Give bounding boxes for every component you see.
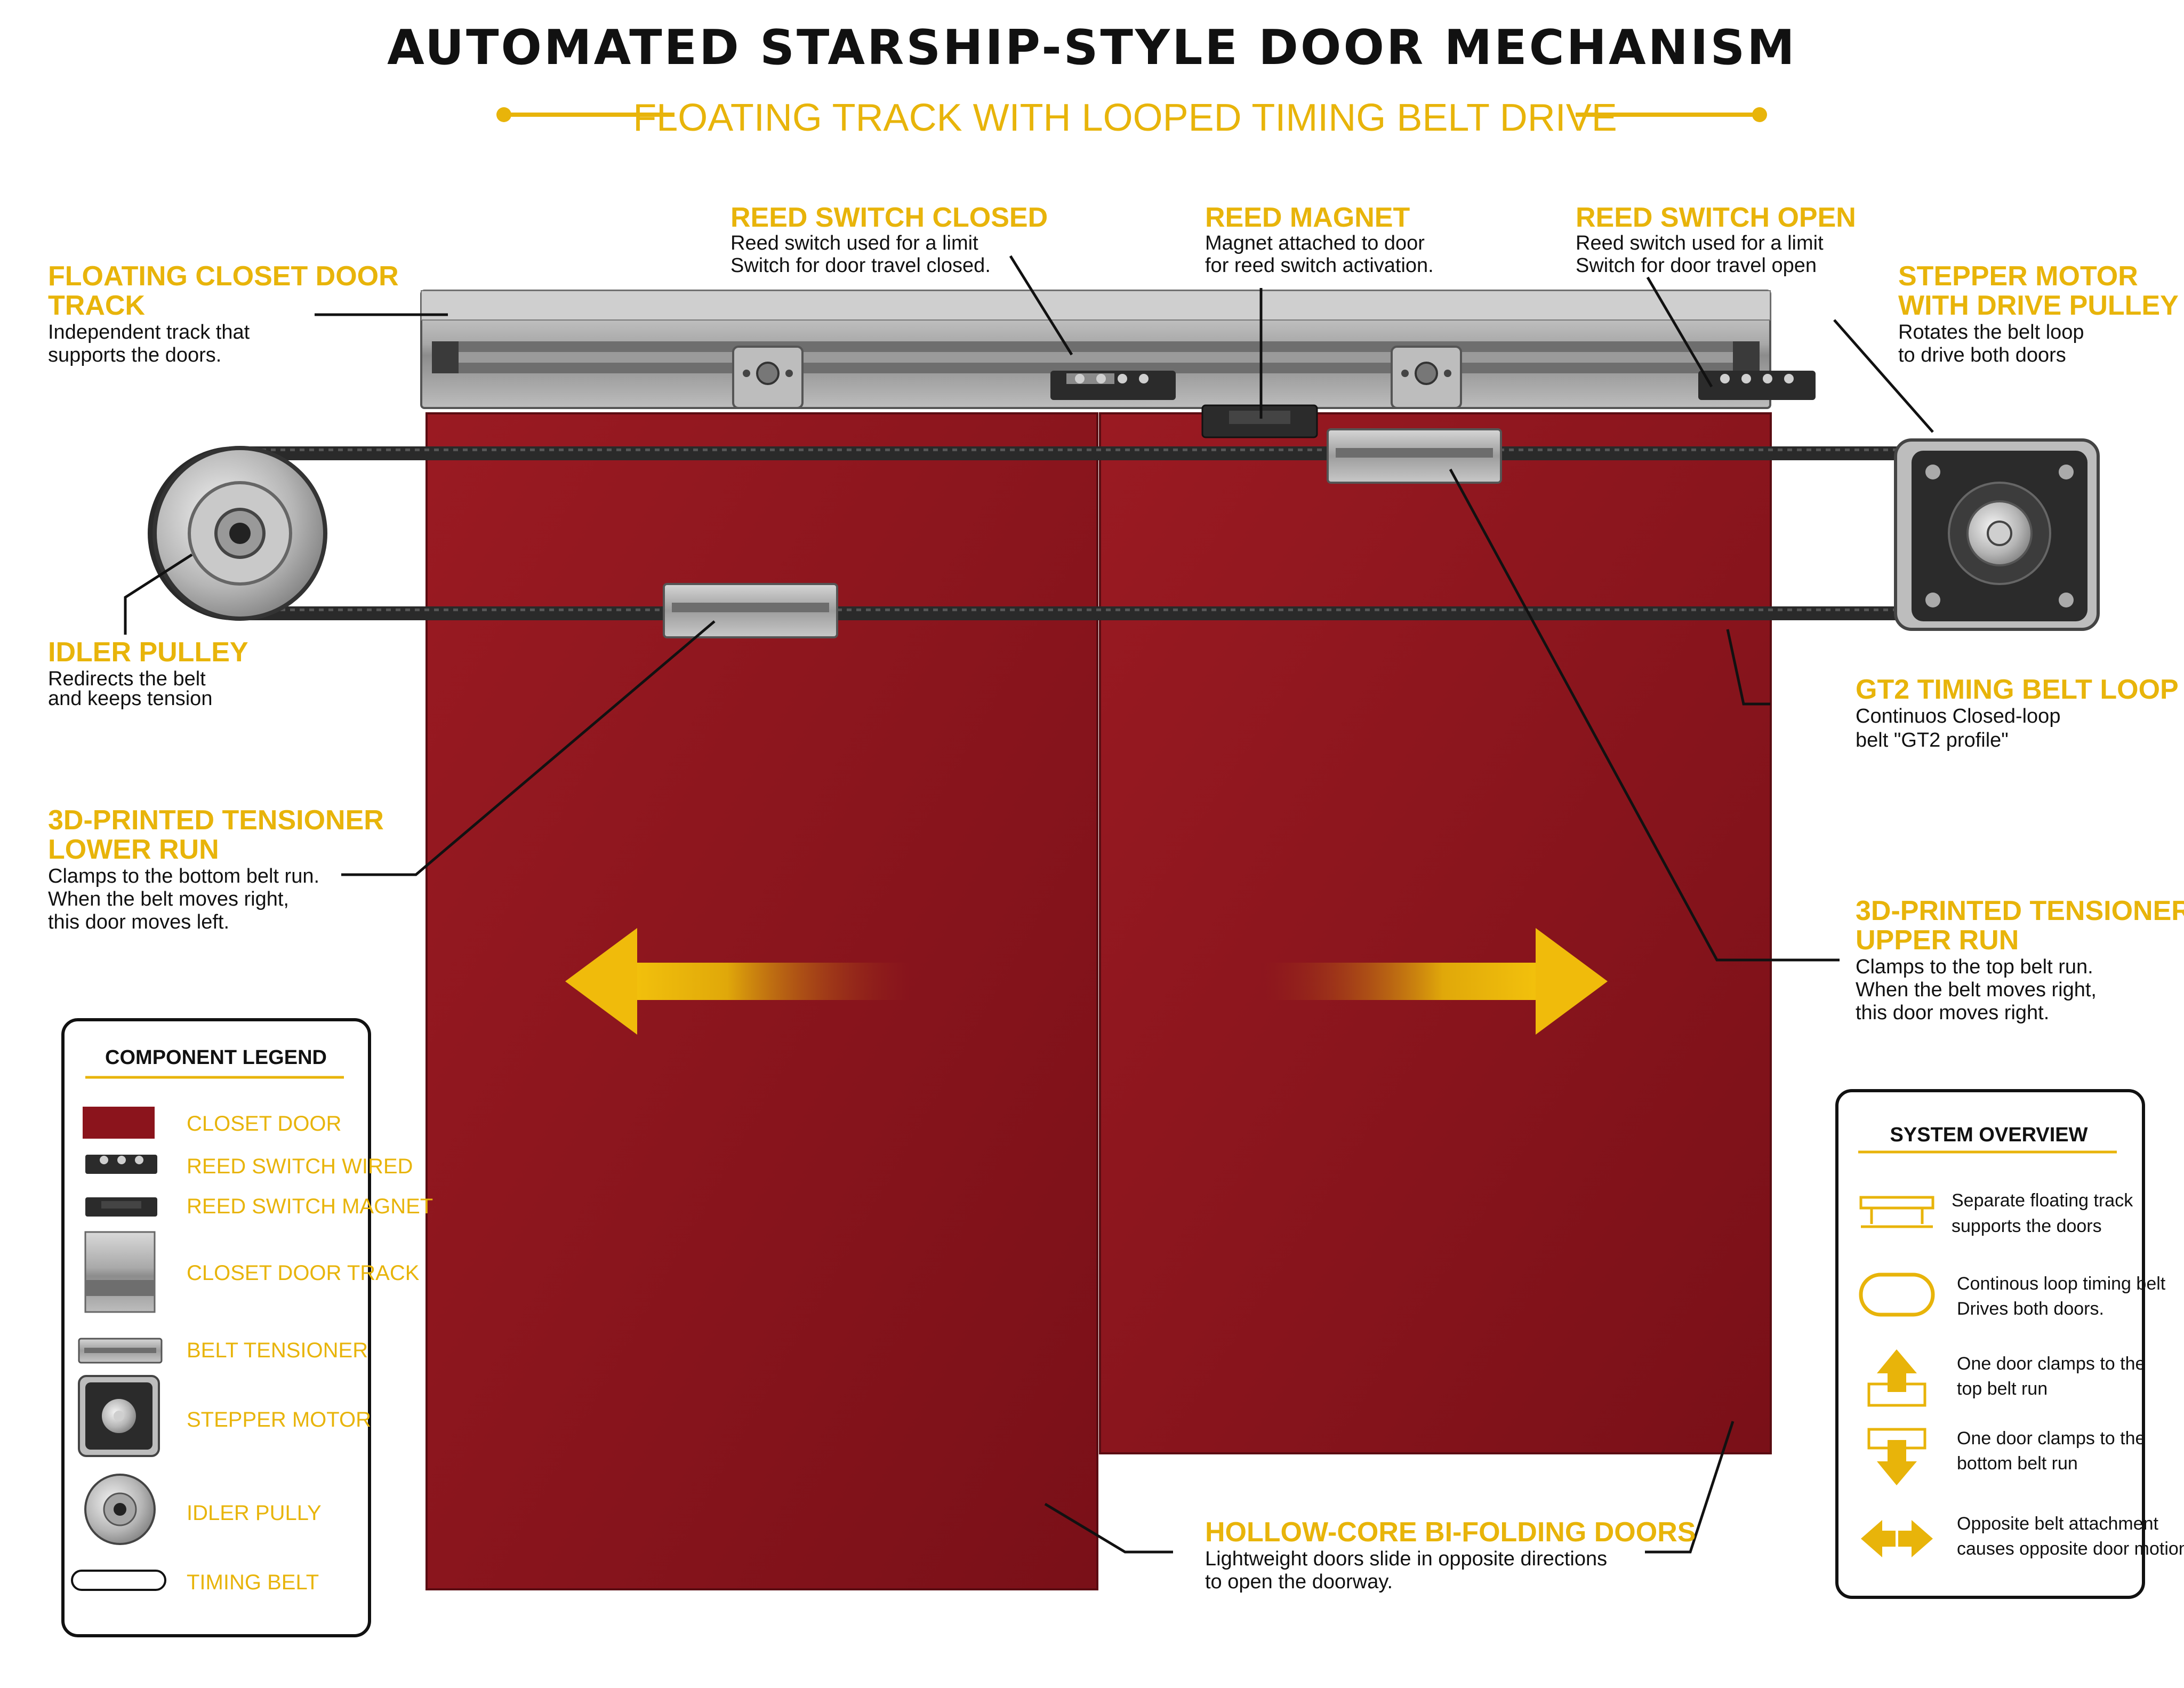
svg-text:Lightweight doors slide in opp: Lightweight doors slide in opposite dire… xyxy=(1205,1548,1607,1570)
svg-text:REED SWITCH MAGNET: REED SWITCH MAGNET xyxy=(187,1195,433,1218)
callout-stepper-motor: STEPPER MOTOR WITH DRIVE PULLEY Rotates … xyxy=(1898,261,2179,366)
left-arrow-icon xyxy=(565,928,909,1035)
svg-text:Redirects the belt: Redirects the belt xyxy=(48,668,206,690)
callout-reed-switch-closed: REED SWITCH CLOSED Reed switch used for … xyxy=(730,202,1048,277)
callout-reed-magnet: REED MAGNET Magnet attached to door for … xyxy=(1205,202,1434,277)
svg-text:Reed switch used for a limit: Reed switch used for a limit xyxy=(1576,232,1824,254)
callout-floating-track: FLOATING CLOSET DOOR TRACK Independent t… xyxy=(48,261,399,366)
svg-text:When the belt moves right,: When the belt moves right, xyxy=(48,888,289,910)
right-arrow-icon xyxy=(1261,928,1608,1035)
tensioner-lower-run xyxy=(663,583,838,638)
callout-reed-switch-open: REED SWITCH OPEN Reed switch used for a … xyxy=(1576,202,1856,277)
svg-text:One door clamps to the: One door clamps to the xyxy=(1957,1354,2145,1374)
svg-text:HOLLOW-CORE BI-FOLDING DOORS: HOLLOW-CORE BI-FOLDING DOORS xyxy=(1205,1517,1696,1548)
svg-text:to drive both doors: to drive both doors xyxy=(1898,344,2066,366)
svg-text:When the belt moves right,: When the belt moves right, xyxy=(1856,979,2097,1001)
svg-text:Clamps to the bottom belt run.: Clamps to the bottom belt run. xyxy=(48,865,319,887)
stepper-motor xyxy=(1894,438,2100,631)
svg-text:WITH DRIVE PULLEY: WITH DRIVE PULLEY xyxy=(1898,290,2179,321)
arrow-up-icon xyxy=(1867,1349,1926,1407)
svg-text:supports the doors: supports the doors xyxy=(1952,1216,2102,1236)
svg-text:GT2 TIMING BELT LOOP: GT2 TIMING BELT LOOP xyxy=(1856,674,2179,705)
svg-text:BELT TENSIONER: BELT TENSIONER xyxy=(187,1339,368,1362)
callout-doors: HOLLOW-CORE BI-FOLDING DOORS Lightweight… xyxy=(1205,1517,1696,1593)
svg-text:CLOSET DOOR TRACK: CLOSET DOOR TRACK xyxy=(187,1261,420,1285)
svg-text:STEPPER MOTOR: STEPPER MOTOR xyxy=(187,1408,371,1431)
svg-text:REED SWITCH OPEN: REED SWITCH OPEN xyxy=(1576,202,1856,233)
svg-text:One door clamps to the: One door clamps to the xyxy=(1957,1428,2145,1449)
svg-text:this door moves right.: this door moves right. xyxy=(1856,1002,2049,1024)
svg-text:supports the doors.: supports the doors. xyxy=(48,344,221,366)
callout-tensioner-lower: 3D-PRINTED TENSIONER LOWER RUN Clamps to… xyxy=(48,805,384,933)
track-hanger-left xyxy=(732,346,804,409)
legend-stepper-icon xyxy=(78,1375,160,1457)
svg-text:COMPONENT LEGEND: COMPONENT LEGEND xyxy=(105,1046,327,1069)
svg-text:SYSTEM OVERVIEW: SYSTEM OVERVIEW xyxy=(1890,1124,2088,1146)
svg-text:Rotates the belt loop: Rotates the belt loop xyxy=(1898,321,2084,343)
svg-text:UPPER RUN: UPPER RUN xyxy=(1856,925,2019,956)
svg-text:3D-PRINTED TENSIONER: 3D-PRINTED TENSIONER xyxy=(1856,895,2184,926)
svg-text:Drives both doors.: Drives both doors. xyxy=(1957,1299,2104,1319)
closet-door-right xyxy=(1099,412,1772,1454)
legend-magnet-icon xyxy=(85,1197,157,1217)
svg-text:LOWER RUN: LOWER RUN xyxy=(48,834,219,865)
leader-lines xyxy=(124,255,1934,1554)
legend-track-icon xyxy=(84,1231,156,1313)
svg-text:to open the doorway.: to open the doorway. xyxy=(1205,1571,1393,1593)
callout-gt2-belt: GT2 TIMING BELT LOOP Continuos Closed-lo… xyxy=(1856,674,2179,751)
svg-text:causes opposite door motion.: causes opposite door motion. xyxy=(1957,1539,2184,1559)
svg-text:this door moves left.: this door moves left. xyxy=(48,911,229,933)
subtitle-rule xyxy=(496,107,1767,122)
component-legend: COMPONENT LEGEND CLOSET DOOR REED SWITCH… xyxy=(61,1018,433,1637)
legend-door-swatch xyxy=(83,1107,155,1139)
svg-text:IDLER PULLY: IDLER PULLY xyxy=(187,1501,322,1525)
track-icon xyxy=(1859,1196,1934,1228)
double-arrow-icon xyxy=(1861,1520,1933,1557)
svg-text:FLOATING CLOSET DOOR: FLOATING CLOSET DOOR xyxy=(48,261,399,292)
svg-text:Reed switch used for a limit: Reed switch used for a limit xyxy=(730,232,978,254)
svg-text:for reed switch activation.: for reed switch activation. xyxy=(1205,254,1434,277)
svg-text:and keeps tension: and keeps tension xyxy=(48,687,212,710)
svg-text:CLOSET DOOR: CLOSET DOOR xyxy=(187,1112,341,1135)
svg-text:3D-PRINTED TENSIONER: 3D-PRINTED TENSIONER xyxy=(48,805,384,836)
svg-text:STEPPER MOTOR: STEPPER MOTOR xyxy=(1898,261,2138,292)
svg-text:Clamps to the top belt run.: Clamps to the top belt run. xyxy=(1856,956,2093,978)
legend-tensioner-icon xyxy=(78,1338,163,1364)
arrow-down-icon xyxy=(1867,1428,1926,1485)
tensioner-upper-run xyxy=(1327,428,1502,484)
reed-switch-closed xyxy=(1050,371,1176,400)
track-hanger-right xyxy=(1391,346,1462,409)
svg-text:Continous loop timing belt: Continous loop timing belt xyxy=(1957,1274,2166,1294)
belt-loop-icon xyxy=(1859,1273,1935,1317)
svg-text:Continuos Closed-loop: Continuos Closed-loop xyxy=(1856,705,2060,727)
legend-reed-switch-icon xyxy=(85,1155,157,1174)
svg-text:REED SWITCH CLOSED: REED SWITCH CLOSED xyxy=(730,202,1048,233)
svg-text:Independent track that: Independent track that xyxy=(48,321,250,343)
idler-pulley xyxy=(152,446,327,621)
svg-text:Switch for door travel closed.: Switch for door travel closed. xyxy=(730,254,991,277)
page-subtitle: FLOATING TRACK WITH LOOPED TIMING BELT D… xyxy=(633,97,1617,139)
svg-text:Switch for door travel open: Switch for door travel open xyxy=(1576,254,1817,277)
svg-text:REED MAGNET: REED MAGNET xyxy=(1205,202,1410,233)
svg-text:Magnet attached to door: Magnet attached to door xyxy=(1205,232,1425,254)
legend-belt-icon xyxy=(71,1570,166,1591)
svg-text:REED SWITCH WIRED: REED SWITCH WIRED xyxy=(187,1155,413,1178)
reed-switch-open xyxy=(1698,371,1816,400)
svg-text:TRACK: TRACK xyxy=(48,290,145,321)
callout-tensioner-upper: 3D-PRINTED TENSIONER UPPER RUN Clamps to… xyxy=(1856,895,2184,1024)
legend-idler-icon xyxy=(84,1474,156,1545)
svg-text:belt "GT2 profile": belt "GT2 profile" xyxy=(1856,729,2009,751)
system-overview: SYSTEM OVERVIEW Separate floating track … xyxy=(1835,1089,2184,1599)
svg-text:bottom belt run: bottom belt run xyxy=(1957,1453,2078,1474)
svg-text:Opposite belt attachment: Opposite belt attachment xyxy=(1957,1514,2159,1534)
svg-text:IDLER PULLEY: IDLER PULLEY xyxy=(48,637,248,668)
svg-text:Separate floating track: Separate floating track xyxy=(1952,1190,2133,1211)
page-title: AUTOMATED STARSHIP-STYLE DOOR MECHANISM xyxy=(387,20,1797,76)
svg-text:top belt run: top belt run xyxy=(1957,1379,2048,1399)
svg-text:TIMING BELT: TIMING BELT xyxy=(187,1571,319,1594)
callout-idler-pulley: IDLER PULLEY Redirects the belt and keep… xyxy=(48,637,248,710)
